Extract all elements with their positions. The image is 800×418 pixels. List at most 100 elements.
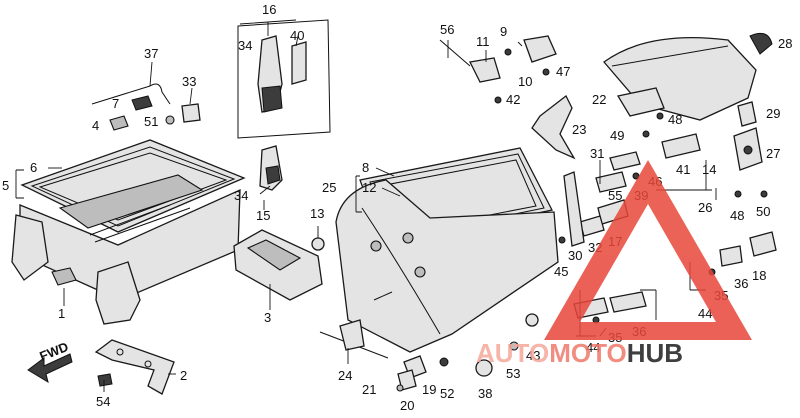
callout-23: 23 [572, 122, 586, 137]
callout-45: 45 [554, 264, 568, 279]
callout-48b: 48 [730, 208, 744, 223]
screw-21 [396, 384, 404, 392]
cable-37 [91, 83, 171, 105]
lock-cylinder [743, 145, 753, 155]
callout-9: 9 [500, 24, 507, 39]
callout-49: 49 [610, 128, 624, 143]
emblem-18 [749, 231, 777, 257]
inset-16 [237, 19, 331, 139]
callout-29: 29 [766, 106, 780, 121]
callout-54: 54 [96, 394, 110, 409]
trunk [335, 147, 559, 353]
plate-36a [719, 245, 743, 267]
callout-13: 13 [310, 206, 324, 221]
cap-13 [311, 237, 325, 251]
callout-37: 37 [144, 46, 158, 61]
plate-55a [595, 171, 627, 193]
callout-5: 5 [2, 178, 9, 193]
callout-10: 10 [518, 74, 532, 89]
callout-56: 56 [440, 22, 454, 37]
callout-47: 47 [556, 64, 570, 79]
callout-31: 31 [590, 146, 604, 161]
callout-14: 14 [702, 162, 716, 177]
callout-50: 50 [756, 204, 770, 219]
callout-36a: 36 [734, 276, 748, 291]
bracket-11 [469, 57, 501, 83]
callout-12: 12 [362, 180, 376, 195]
callout-11: 11 [476, 34, 490, 49]
screw-49 [642, 130, 650, 138]
callout-48a: 48 [668, 112, 682, 127]
callout-19: 19 [422, 382, 436, 397]
clip-4 [109, 115, 129, 131]
left-saddlebag [11, 139, 246, 325]
callout-22: 22 [592, 92, 606, 107]
latch-22 [616, 87, 665, 117]
rod-56 [439, 39, 471, 67]
screw-48a [656, 112, 664, 120]
bracket-29 [737, 101, 757, 127]
callout-3: 3 [264, 310, 271, 325]
plate-31 [609, 151, 641, 171]
lock-7 [131, 95, 153, 111]
screw-48b [734, 190, 742, 198]
grommet-52 [439, 357, 449, 367]
hinge-15 [259, 145, 283, 191]
plate-32 [579, 215, 605, 237]
screw-45 [558, 236, 566, 244]
callout-7: 7 [112, 96, 119, 111]
callout-27: 27 [766, 146, 780, 161]
reflector-3 [233, 229, 323, 301]
plate-41 [661, 133, 701, 159]
callout-1: 1 [58, 306, 65, 321]
callout-38: 38 [478, 386, 492, 401]
callout-4: 4 [92, 118, 99, 133]
lock-10 [523, 35, 557, 63]
screw-50 [760, 190, 768, 198]
screw-47 [542, 68, 550, 76]
callout-30: 30 [568, 248, 582, 263]
callout-15: 15 [256, 208, 270, 223]
pin-9 [504, 48, 512, 56]
callout-43: 43 [526, 348, 540, 363]
callout-18: 18 [752, 268, 766, 283]
bracket-30 [563, 171, 585, 247]
callout-44a: 44 [698, 306, 712, 321]
plate-36b [609, 291, 647, 313]
bracket-2 [94, 339, 175, 395]
watermark-moto: MOTO [549, 338, 627, 368]
callout-26: 26 [698, 200, 712, 215]
callout-33: 33 [182, 74, 196, 89]
callout-42: 42 [506, 92, 520, 107]
callout-21: 21 [362, 382, 376, 397]
callout-41: 41 [676, 162, 690, 177]
svg-text:AUTOMOTOHUB: AUTOMOTOHUB [476, 338, 683, 368]
hinge-24 [319, 319, 389, 359]
callout-16: 16 [262, 2, 276, 17]
callout-52: 52 [440, 386, 454, 401]
callout-2: 2 [180, 368, 187, 383]
screw-51 [165, 115, 175, 125]
bracket-23 [531, 95, 576, 160]
plate-33 [181, 103, 201, 123]
callout-25: 25 [322, 180, 336, 195]
callout-40: 40 [290, 28, 304, 43]
watermark-hub: HUB [627, 338, 683, 368]
screw-53 [509, 341, 519, 351]
watermark: AUTOMOTOHUB [476, 160, 752, 368]
callout-34a: 34 [238, 38, 252, 53]
fwd-arrow: FWD [27, 339, 73, 384]
callout-8: 8 [362, 160, 369, 175]
watermark-triangle-icon [544, 160, 752, 340]
callout-51: 51 [144, 114, 158, 129]
callout-34b: 34 [234, 188, 248, 203]
screw-42 [494, 96, 502, 104]
callout-44b: 44 [586, 340, 600, 355]
callout-55: 55 [608, 188, 622, 203]
damper-38 [475, 359, 493, 377]
cap-43 [525, 313, 539, 327]
watermark-auto: AUTO [476, 338, 549, 368]
callout-24: 24 [338, 368, 352, 383]
callout-20: 20 [400, 398, 414, 413]
